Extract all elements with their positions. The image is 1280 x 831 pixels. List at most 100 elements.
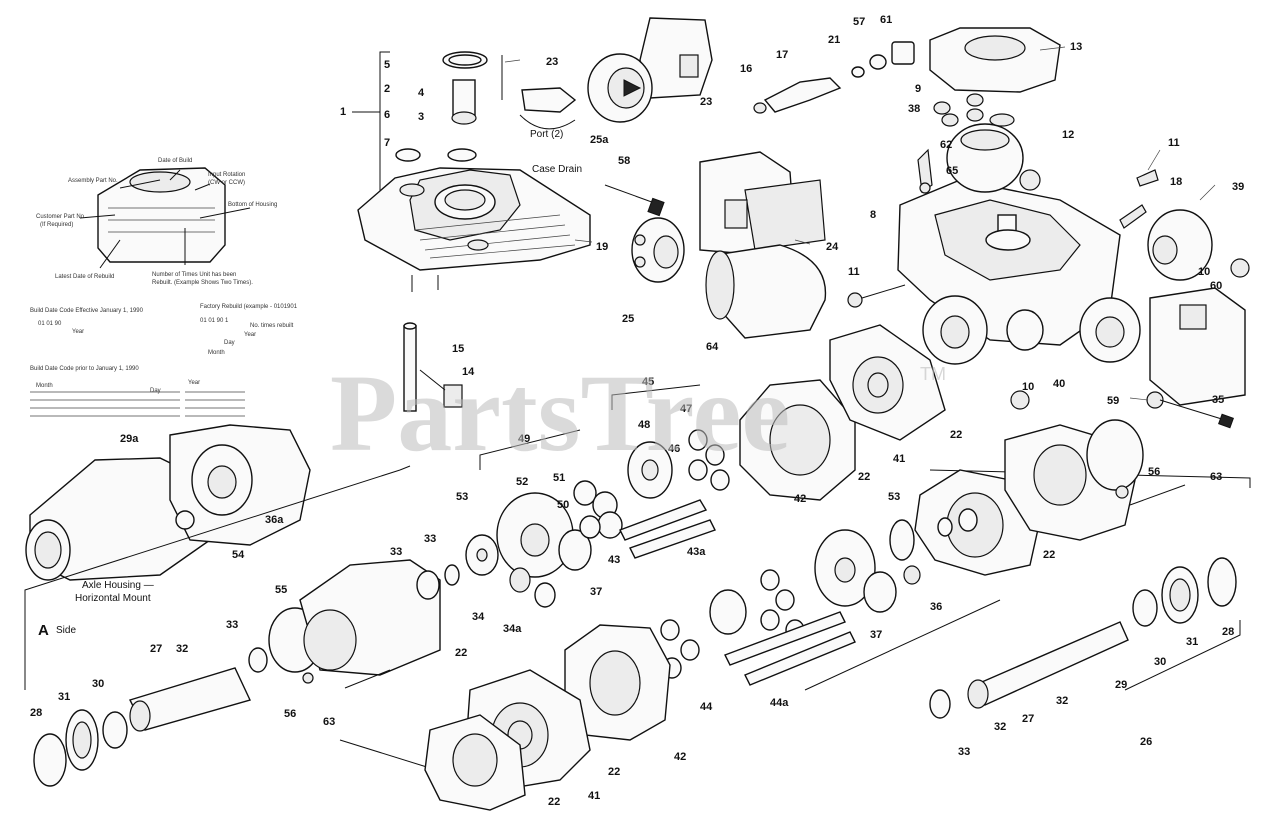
callout: 5 — [384, 59, 390, 71]
callout: 22 — [1043, 549, 1055, 561]
callout: 52 — [516, 476, 528, 488]
callout: 11 — [1168, 137, 1180, 149]
callout: 43 — [608, 554, 620, 566]
callout: 16 — [740, 63, 752, 75]
callout: 30 — [92, 678, 104, 690]
customer-part-no-1: Customer Part No. — [36, 214, 86, 220]
callout: 32 — [1056, 695, 1068, 707]
bottom-of-housing: Bottom of Housing — [228, 202, 277, 208]
callout: 9 — [915, 83, 921, 95]
callout: 33 — [226, 619, 238, 631]
day-label: Day — [224, 340, 235, 346]
left-axle-group — [24, 465, 460, 787]
gear-train-45-group — [611, 384, 730, 499]
callout: 7 — [384, 137, 390, 149]
callout: 42 — [674, 751, 686, 763]
callout: 34 — [472, 611, 485, 623]
callout: 33 — [958, 746, 970, 758]
callout: 34a — [503, 623, 522, 635]
callout: 31 — [58, 691, 70, 703]
callout: 53 — [456, 491, 468, 503]
callout: 56 — [284, 708, 296, 720]
callout-labels: 1 2 3 4 5 6 7 8 9 10 10 11 11 12 13 14 1… — [30, 14, 1244, 808]
callout: 41 — [893, 453, 905, 465]
housing-cover-assembly — [352, 51, 591, 292]
callout: 32 — [994, 721, 1006, 733]
callout: 49 — [518, 433, 530, 445]
callout: 44a — [770, 697, 789, 709]
assembly-part-no: Assembly Part No. — [68, 178, 118, 184]
callout: 25a — [590, 134, 609, 146]
callout: 25 — [622, 313, 634, 325]
callout: 62 — [940, 139, 952, 151]
callout: 22 — [950, 429, 962, 441]
customer-part-no-2: (If Required) — [40, 222, 73, 228]
callout: 40 — [1053, 378, 1065, 390]
callout: 28 — [30, 707, 42, 719]
callout: 26 — [1140, 736, 1152, 748]
callout: 63 — [1210, 471, 1222, 483]
callout: 43a — [687, 546, 706, 558]
callout: 53 — [888, 491, 900, 503]
callout: 11 — [848, 266, 860, 278]
callout: 15 — [452, 343, 464, 355]
watermark: PartsTree TM — [330, 352, 946, 474]
callout: 22 — [608, 766, 620, 778]
callout: 24 — [826, 241, 839, 253]
callout: 55 — [275, 584, 287, 596]
day-label-2: Day — [150, 388, 161, 394]
callout: 13 — [1070, 41, 1082, 53]
callout: 30 — [1154, 656, 1166, 668]
callout: 65 — [946, 165, 958, 177]
watermark-tm: TM — [920, 364, 946, 384]
axle-housing-label-2: Horizontal Mount — [75, 593, 151, 604]
callout: 22 — [455, 647, 467, 659]
callout: 22 — [548, 796, 560, 808]
axle-housing-29a — [25, 424, 311, 581]
callout: 21 — [828, 34, 840, 46]
callout: 6 — [384, 109, 390, 121]
callout: 12 — [1062, 129, 1074, 141]
annotations: Case Drain Port (2) Axle Housing — Horiz… — [38, 129, 582, 639]
callout: 18 — [1170, 176, 1182, 188]
callout: 32 — [176, 643, 188, 655]
code-example-2: 01 01 90 1 — [200, 318, 229, 324]
callout: 63 — [323, 716, 335, 728]
build-code-title: Build Date Code Effective January 1, 199… — [30, 308, 144, 314]
watermark-text: PartsTree — [330, 352, 790, 474]
callout: 46 — [668, 443, 680, 455]
callout: 54 — [232, 549, 245, 561]
callout: 36 — [930, 601, 942, 613]
callout: 57 — [853, 16, 865, 28]
callout: 14 — [462, 366, 475, 378]
year-label-3: Year — [188, 380, 200, 386]
callout: 44 — [700, 701, 713, 713]
axle-housing-label-1: Axle Housing — — [82, 580, 154, 591]
callout: 41 — [588, 790, 600, 802]
input-rotation-1: Input Rotation — [208, 172, 245, 178]
code-example-1: 01 01 90 — [38, 321, 62, 327]
valve-parts — [753, 41, 933, 194]
gear-case-42-bottom — [339, 624, 671, 811]
callout: 31 — [1186, 636, 1198, 648]
callout: 4 — [418, 87, 425, 99]
callout: 36a — [265, 514, 284, 526]
charge-pump-25a — [587, 17, 713, 123]
side-letter: A — [38, 622, 49, 639]
port-label: Port (2) — [530, 129, 563, 140]
callout: 47 — [680, 403, 692, 415]
callout: 19 — [596, 241, 608, 253]
callout: 51 — [553, 472, 565, 484]
port-detail — [519, 87, 577, 130]
shaft-14-15 — [403, 322, 463, 412]
callout: 64 — [706, 341, 719, 353]
callout: 10 — [1198, 266, 1210, 278]
callout: 38 — [908, 103, 920, 115]
callout: 2 — [384, 83, 390, 95]
callout: 37 — [870, 629, 882, 641]
build-code-prior: Build Date Code prior to January 1, 1990 — [30, 366, 139, 372]
times-rebuilt-1: Number of Times Unit has been — [152, 272, 236, 278]
latest-date: Latest Date of Rebuild — [55, 274, 114, 280]
